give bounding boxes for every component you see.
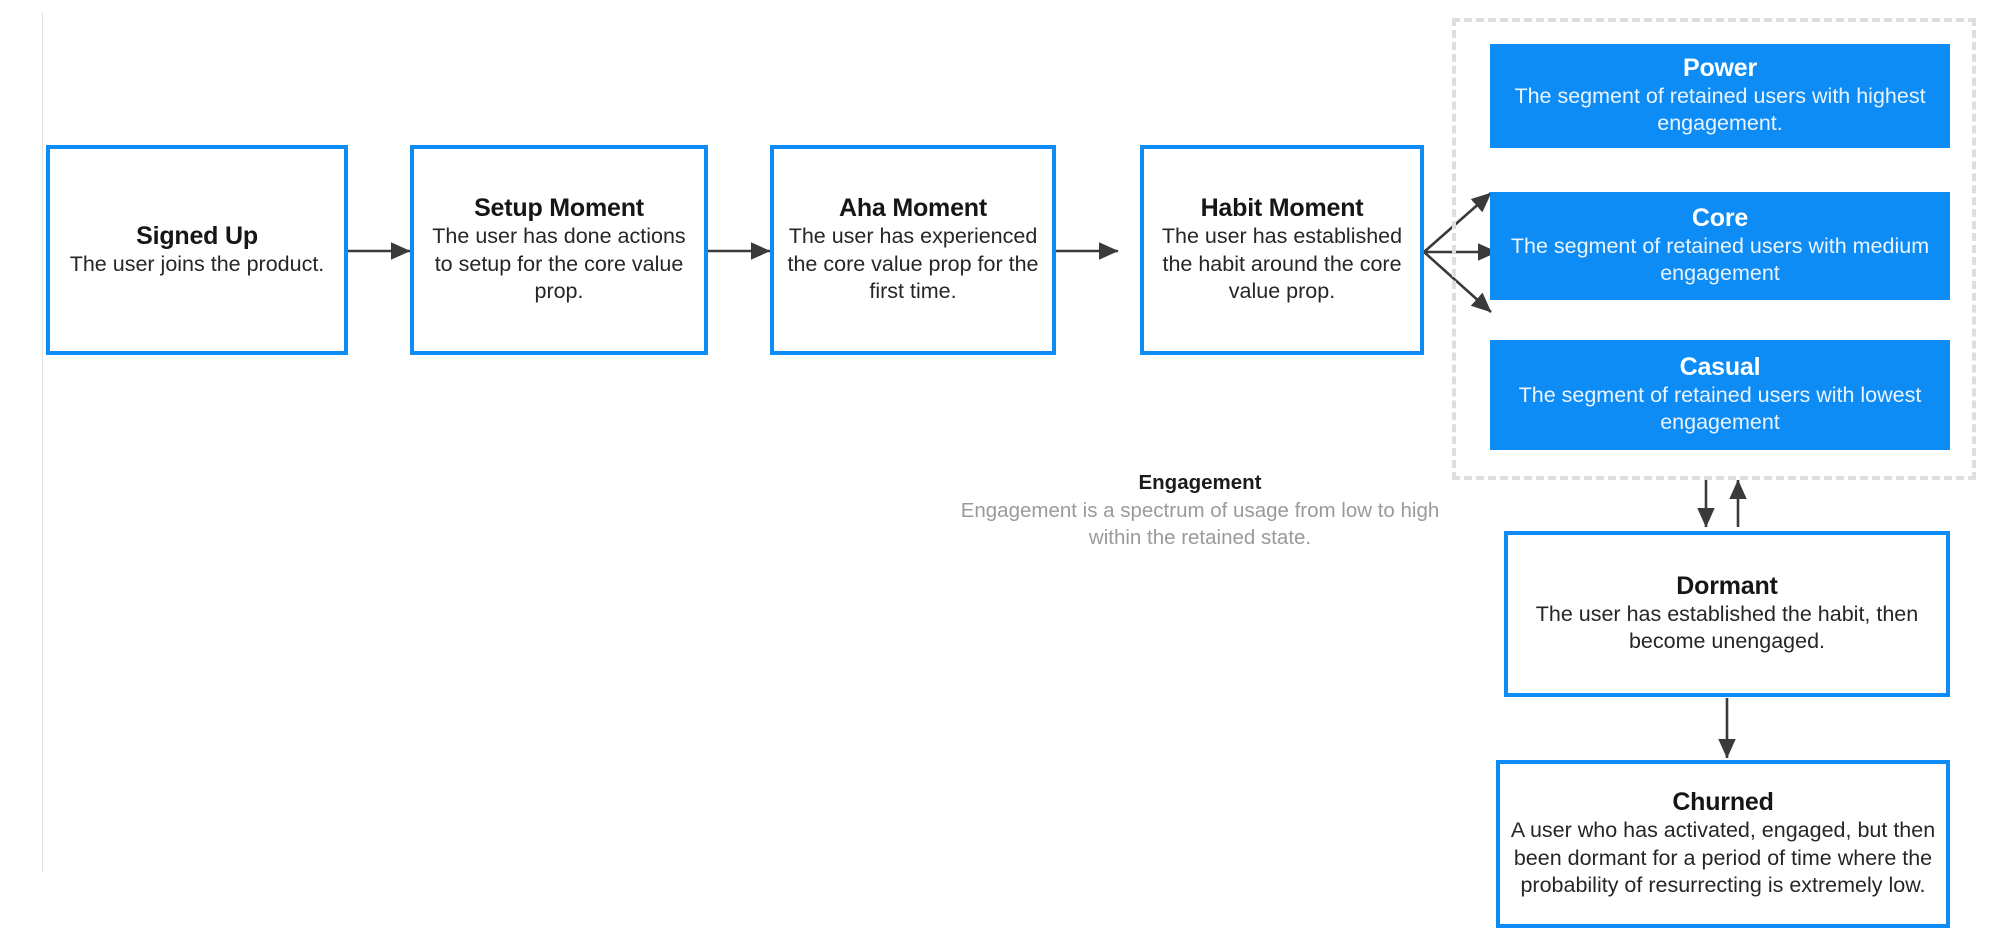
- caption-title: Engagement: [1138, 471, 1262, 494]
- node-description: A user who has activated, engaged, but t…: [1510, 818, 1936, 898]
- node-aha-moment[interactable]: Aha Moment The user has experienced the …: [770, 145, 1056, 355]
- node-churned[interactable]: Churned A user who has activated, engage…: [1496, 760, 1950, 928]
- node-title: Setup Moment: [474, 194, 644, 223]
- left-margin-rule: [42, 12, 43, 872]
- segment-power[interactable]: Power The segment of retained users with…: [1490, 44, 1950, 148]
- segment-core[interactable]: Core The segment of retained users with …: [1490, 192, 1950, 300]
- node-title: Signed Up: [136, 221, 258, 250]
- segment-description: The segment of retained users with lowes…: [1518, 382, 1922, 435]
- node-dormant[interactable]: Dormant The user has established the hab…: [1504, 531, 1950, 697]
- engagement-caption: Engagement Engagement is a spectrum of u…: [960, 470, 1440, 552]
- node-habit-moment[interactable]: Habit Moment The user has established th…: [1140, 145, 1424, 355]
- node-title: Dormant: [1676, 572, 1778, 601]
- segment-title: Casual: [1679, 353, 1761, 382]
- node-description: The user has established the habit, then…: [1535, 601, 1919, 654]
- segment-casual[interactable]: Casual The segment of retained users wit…: [1490, 340, 1950, 450]
- segment-title: Power: [1682, 54, 1758, 83]
- node-description: The user has done actions to setup for t…: [432, 224, 686, 304]
- node-description: The user joins the product.: [69, 251, 325, 276]
- caption-body: Engagement is a spectrum of usage from l…: [960, 498, 1440, 550]
- node-title: Aha Moment: [838, 194, 987, 223]
- node-description: The user has experienced the core value …: [787, 224, 1039, 304]
- segment-title: Core: [1691, 204, 1749, 233]
- node-setup-moment[interactable]: Setup Moment The user has done actions t…: [410, 145, 708, 355]
- retained-group-boundary: [1452, 18, 1976, 480]
- node-title: Churned: [1672, 788, 1774, 817]
- segment-description: The segment of retained users with highe…: [1514, 83, 1926, 136]
- node-title: Habit Moment: [1200, 194, 1364, 223]
- segment-description: The segment of retained users with mediu…: [1510, 233, 1930, 286]
- node-signed-up[interactable]: Signed Up The user joins the product.: [46, 145, 348, 355]
- node-description: The user has established the habit aroun…: [1161, 224, 1403, 304]
